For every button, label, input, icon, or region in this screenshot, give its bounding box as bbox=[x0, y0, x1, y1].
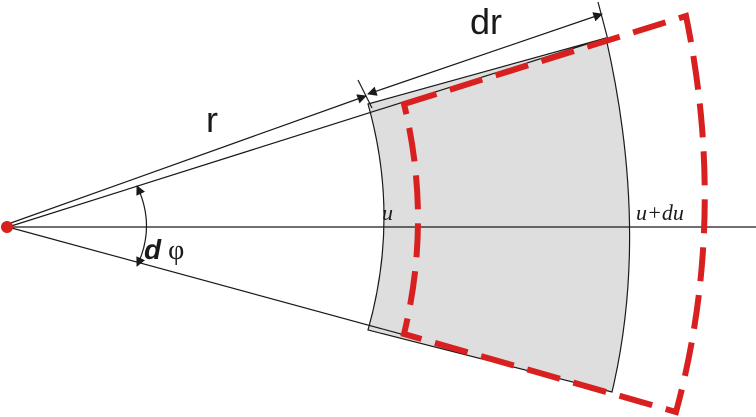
r-label: r bbox=[206, 99, 218, 140]
dphi-label: d φ bbox=[144, 234, 184, 266]
r-dimension-line bbox=[7, 94, 367, 225]
dr-dimension-line bbox=[367, 12, 603, 96]
deformed-element-outline bbox=[400, 12, 708, 416]
dr-label: dr bbox=[470, 1, 502, 42]
dphi-d: d bbox=[144, 234, 162, 265]
dphi-phi: φ bbox=[168, 235, 184, 266]
lower-radial-line bbox=[7, 226, 413, 338]
dr-extension-tick bbox=[597, 1, 609, 41]
origin-point bbox=[1, 221, 13, 233]
element-sector bbox=[367, 37, 631, 393]
u-label: u bbox=[382, 200, 393, 225]
r-extension-tick bbox=[357, 79, 373, 109]
dphi-angle-arc bbox=[136, 185, 148, 267]
u-plus-du-label: u+du bbox=[636, 200, 684, 225]
